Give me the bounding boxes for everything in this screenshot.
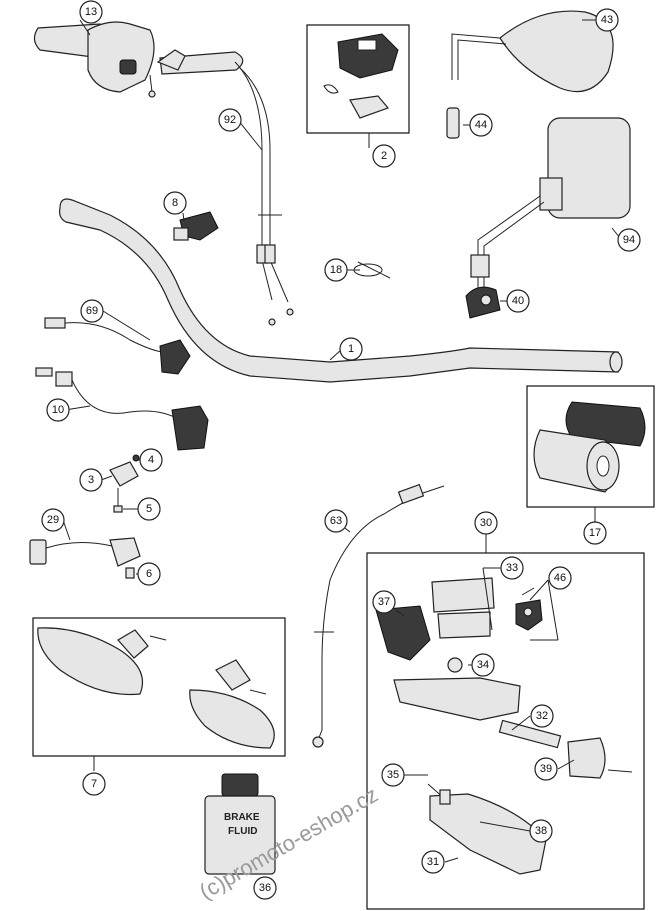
callout-13: 13 xyxy=(79,0,103,24)
svg-text:4: 4 xyxy=(148,454,154,466)
callout-32: 32 xyxy=(530,704,554,728)
svg-text:5: 5 xyxy=(146,503,152,515)
svg-text:37: 37 xyxy=(378,596,390,608)
callout-92: 92 xyxy=(218,108,242,132)
mirror-43 xyxy=(451,10,614,93)
svg-text:43: 43 xyxy=(601,14,613,26)
callout-31: 31 xyxy=(421,850,445,874)
frame-part-30 xyxy=(366,552,645,910)
svg-text:40: 40 xyxy=(512,295,524,307)
callout-18: 18 xyxy=(324,258,348,282)
callout-3: 3 xyxy=(79,468,103,492)
callout-40: 40 xyxy=(506,289,530,313)
brake-fluid-label-line2: FLUID xyxy=(228,826,257,837)
callout-34: 34 xyxy=(471,653,495,677)
svg-text:44: 44 xyxy=(475,119,487,131)
svg-text:34: 34 xyxy=(477,659,489,671)
svg-text:31: 31 xyxy=(427,856,439,868)
callout-69: 69 xyxy=(80,299,104,323)
callout-94: 94 xyxy=(617,228,641,252)
callout-33: 33 xyxy=(500,556,524,580)
throttle-cables xyxy=(156,49,294,326)
svg-text:13: 13 xyxy=(85,6,97,18)
callout-1: 1 xyxy=(339,337,363,361)
switch-wire-69 xyxy=(44,317,191,375)
brake-master-assembly xyxy=(375,577,633,875)
callout-38: 38 xyxy=(529,819,553,843)
clamp-40 xyxy=(465,286,501,319)
svg-text:39: 39 xyxy=(540,763,552,775)
callout-46: 46 xyxy=(548,566,572,590)
callout-8: 8 xyxy=(163,191,187,215)
svg-text:38: 38 xyxy=(535,825,547,837)
callout-30: 30 xyxy=(474,511,498,535)
svg-text:46: 46 xyxy=(554,572,566,584)
mirror-94 xyxy=(470,117,631,290)
svg-text:7: 7 xyxy=(91,778,97,790)
svg-text:32: 32 xyxy=(536,710,548,722)
frame-part-7 xyxy=(32,617,286,757)
callout-39: 39 xyxy=(534,757,558,781)
svg-text:36: 36 xyxy=(259,882,271,894)
callout-37: 37 xyxy=(372,590,396,614)
callout-10: 10 xyxy=(46,398,70,422)
throttle-grip xyxy=(33,21,156,98)
clamp-8 xyxy=(173,211,219,241)
handguards-7 xyxy=(37,627,275,749)
parts-3-4-5 xyxy=(109,454,140,513)
callout-43: 43 xyxy=(595,8,619,32)
switch-wire-29 xyxy=(29,537,141,579)
adapter-44 xyxy=(446,107,460,139)
callout-36: 36 xyxy=(253,876,277,900)
svg-text:10: 10 xyxy=(52,404,64,416)
callout-44: 44 xyxy=(469,113,493,137)
callout-5: 5 xyxy=(137,497,161,521)
brake-hose-63 xyxy=(312,483,445,748)
handlebar-1 xyxy=(59,198,623,383)
svg-text:30: 30 xyxy=(480,517,492,529)
svg-text:94: 94 xyxy=(623,234,635,246)
frame-part-2 xyxy=(306,24,410,134)
callout-2: 2 xyxy=(372,144,396,168)
callout-63: 63 xyxy=(324,509,348,533)
svg-text:92: 92 xyxy=(224,114,236,126)
callout-4: 4 xyxy=(139,448,163,472)
grips-17 xyxy=(533,401,646,493)
svg-text:8: 8 xyxy=(172,197,178,209)
switch-wire-10 xyxy=(35,367,209,451)
svg-text:69: 69 xyxy=(86,305,98,317)
callout-35: 35 xyxy=(381,763,405,787)
callout-7: 7 xyxy=(82,772,106,796)
svg-text:29: 29 xyxy=(47,514,59,526)
svg-text:18: 18 xyxy=(330,264,342,276)
callout-6: 6 xyxy=(137,562,161,586)
svg-text:35: 35 xyxy=(387,769,399,781)
brake-fluid-bottle: BRAKE FLUID xyxy=(204,773,276,875)
svg-text:3: 3 xyxy=(88,474,94,486)
svg-text:1: 1 xyxy=(348,343,354,355)
svg-text:63: 63 xyxy=(330,515,342,527)
callout-29: 29 xyxy=(41,508,65,532)
svg-text:2: 2 xyxy=(381,150,387,162)
svg-text:33: 33 xyxy=(506,562,518,574)
callout-17: 17 xyxy=(583,521,607,545)
frame-part-17 xyxy=(526,385,655,508)
svg-text:6: 6 xyxy=(146,568,152,580)
switch-part-2 xyxy=(323,33,399,119)
brake-fluid-label-line1: BRAKE xyxy=(224,812,260,823)
svg-text:17: 17 xyxy=(589,527,601,539)
